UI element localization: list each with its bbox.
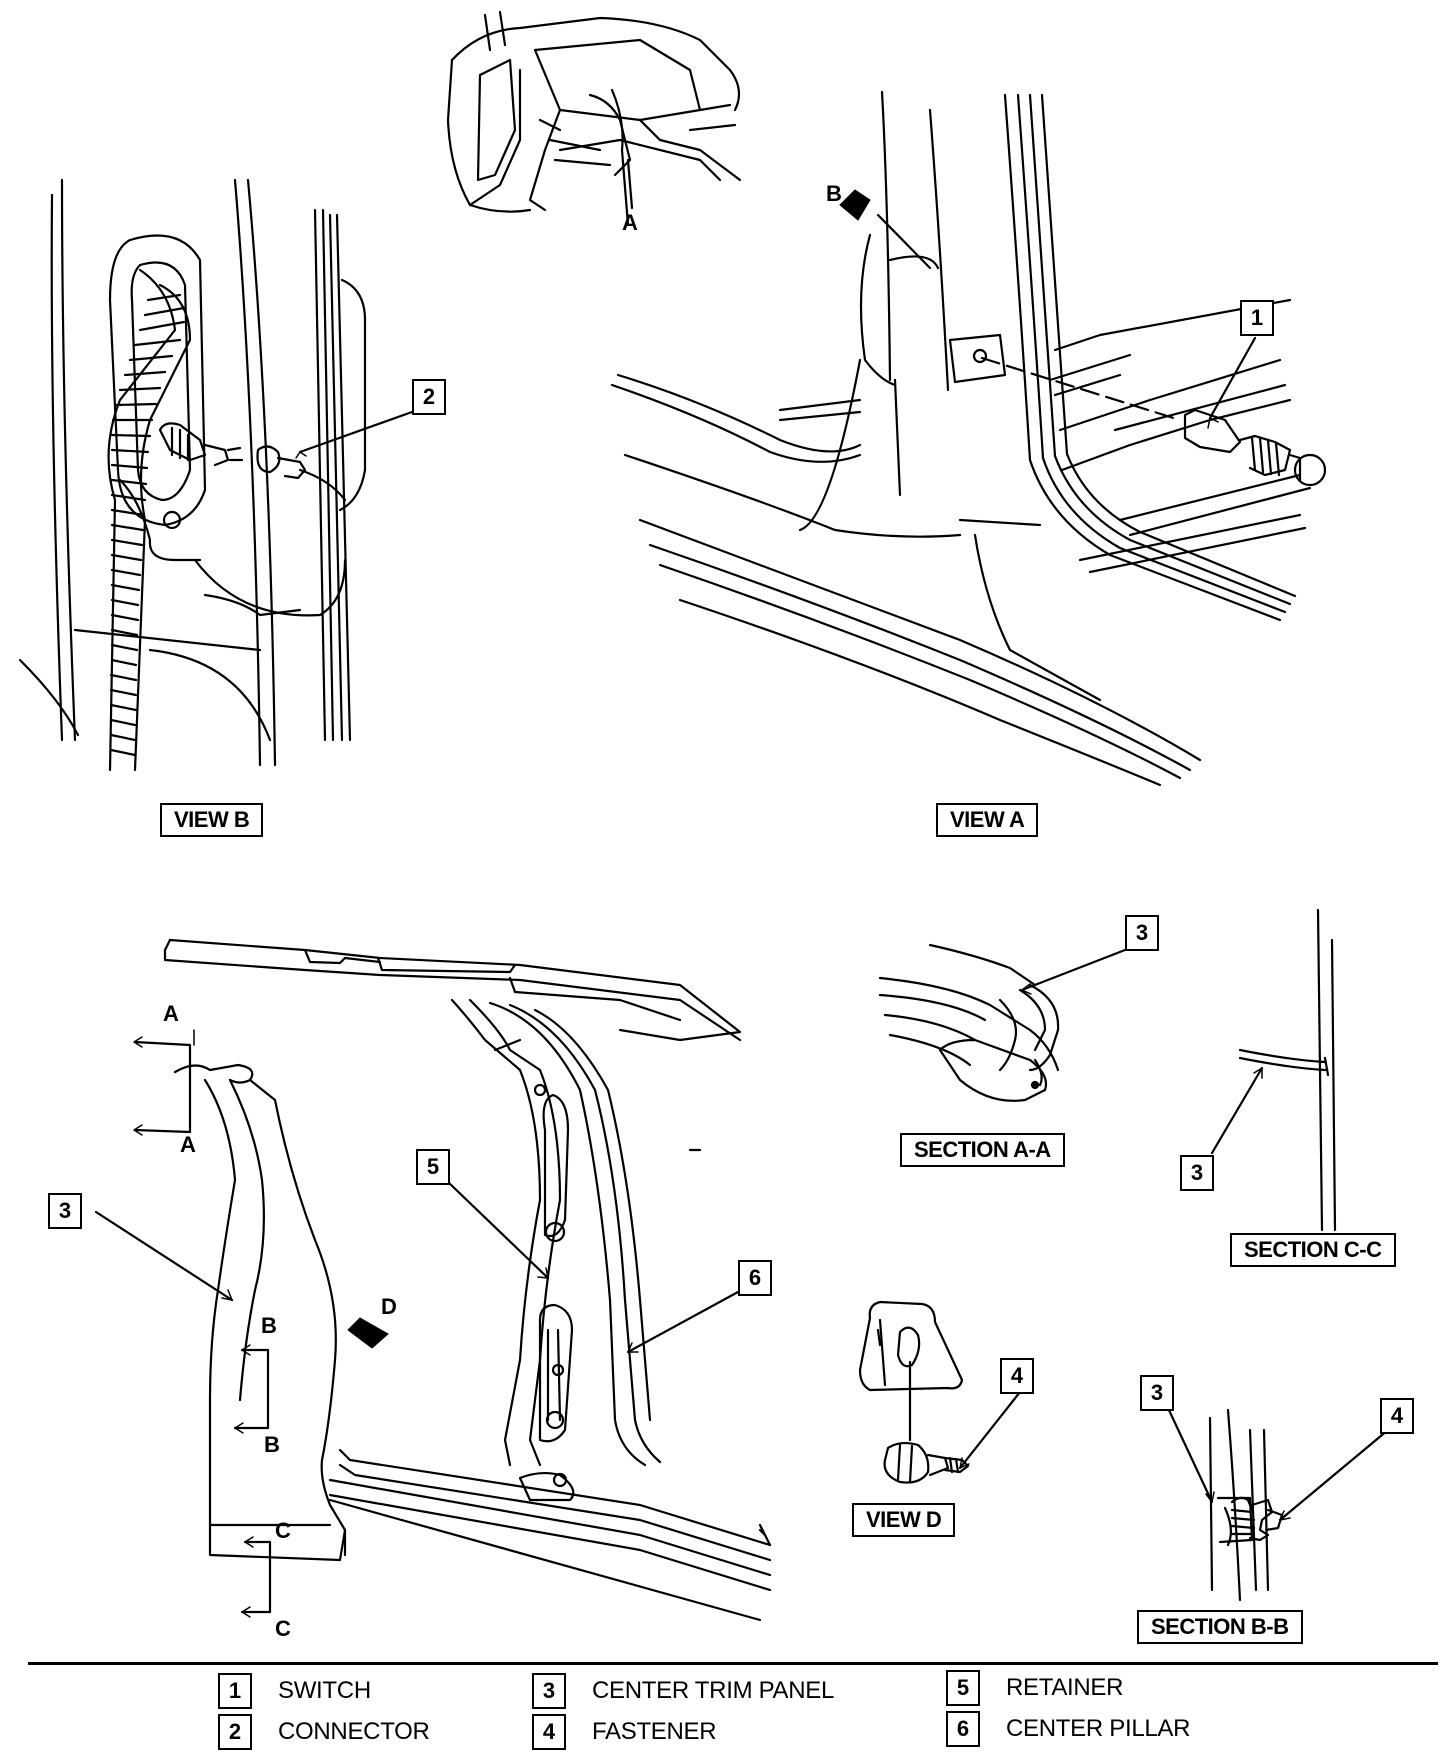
view-a-alignment-line (980, 356, 1182, 422)
legend-label: CONNECTOR (278, 1718, 430, 1745)
view-a-leader-1 (1208, 336, 1257, 420)
callout-3-section-aa: 3 (1125, 915, 1159, 951)
main-leader-5-arrowhead (537, 1267, 549, 1279)
legend-divider (28, 1662, 1438, 1665)
callout-4-view-d: 4 (1000, 1358, 1034, 1394)
main-label-a-bottom: A (180, 1132, 196, 1157)
legend-number: 2 (218, 1714, 252, 1750)
section-cc-label: SECTION C-C (1230, 1233, 1396, 1267)
view-b-label: VIEW B (160, 803, 264, 837)
callout-6-main: 6 (738, 1260, 772, 1296)
view-d-leader-4-arrowhead (959, 1457, 970, 1469)
legend-label: SWITCH (278, 1677, 371, 1704)
section-aa-illustration (878, 943, 1060, 1102)
section-cc-illustration (1238, 908, 1337, 1232)
legend-item-center-trim-panel: 3 CENTER TRIM PANEL (532, 1673, 834, 1709)
legend-number: 4 (532, 1714, 566, 1750)
main-leader-3 (94, 1210, 234, 1302)
vehicle-overview-sketch (446, 10, 742, 227)
legend-number: 1 (218, 1673, 252, 1709)
main-leader-3-arrowhead (221, 1289, 233, 1301)
view-b-leader-2 (298, 410, 414, 454)
legend-label: CENTER TRIM PANEL (592, 1677, 835, 1704)
legend-label: RETAINER (1006, 1674, 1124, 1701)
callout-1-view-a: 1 (1240, 300, 1274, 336)
main-leader-6-arrowhead (627, 1342, 639, 1353)
section-bb-leader-3-arrowhead (1205, 1491, 1215, 1503)
section-cc-leader-3 (1210, 1066, 1264, 1155)
callout-2-view-b: 2 (412, 379, 446, 415)
main-label-a-top: A (163, 1001, 179, 1026)
section-cut-arrows (133, 1029, 272, 1618)
overview-leader-a (626, 158, 634, 210)
view-b-leader-2-arrowhead (295, 451, 307, 459)
legend-label: CENTER PILLAR (1006, 1715, 1191, 1742)
view-d-direction-arrow (347, 1317, 389, 1349)
legend-item-retainer: 5 RETAINER (946, 1670, 1123, 1706)
section-bb-leader-4-arrowhead (1279, 1510, 1291, 1521)
legend-number: 5 (946, 1670, 980, 1706)
callout-4-section-bb: 4 (1380, 1398, 1414, 1434)
legend-item-fastener: 4 FASTENER (532, 1714, 717, 1750)
view-d-leader-4 (958, 1390, 1022, 1470)
main-leader-6 (626, 1290, 740, 1354)
section-aa-leader-3 (1020, 948, 1127, 992)
callout-5-main: 5 (416, 1149, 450, 1185)
section-aa-label: SECTION A-A (900, 1133, 1065, 1167)
legend-item-switch: 1 SWITCH (218, 1673, 371, 1709)
main-label-d: D (381, 1294, 397, 1319)
main-label-c-top: C (275, 1518, 291, 1543)
main-label-b-top: B (261, 1313, 277, 1338)
section-cc-leader-3-arrowhead (1253, 1067, 1263, 1079)
legend-item-connector: 2 CONNECTOR (218, 1714, 430, 1750)
callout-3-section-bb: 3 (1140, 1375, 1174, 1411)
callout-3-section-cc: 3 (1180, 1155, 1214, 1191)
view-d-label: VIEW D (852, 1503, 956, 1537)
view-b-illustration (18, 178, 367, 772)
main-label-c-bottom: C (275, 1616, 291, 1641)
section-bb-label: SECTION B-B (1137, 1610, 1303, 1644)
legend-number: 3 (532, 1673, 566, 1709)
section-bb-illustration (1208, 1408, 1284, 1602)
view-d-illustration (858, 1300, 970, 1484)
view-a-leader-1-arrowhead (1207, 417, 1219, 429)
section-bb-leader-3 (1166, 1406, 1214, 1504)
section-bb-leader-4 (1278, 1428, 1390, 1522)
view-a-illustration (610, 90, 1327, 787)
view-a-direction-arrow (839, 189, 871, 221)
legend-label: FASTENER (592, 1718, 717, 1745)
legend-number: 6 (946, 1711, 980, 1747)
main-assembly-illustration (163, 938, 772, 1622)
main-label-b-bottom: B (264, 1432, 280, 1457)
legend-item-center-pillar: 6 CENTER PILLAR (946, 1711, 1190, 1747)
view-a-direction-label-b: B (826, 181, 842, 206)
main-leader-5 (446, 1180, 550, 1280)
section-aa-leader-3-arrowhead (1021, 983, 1032, 995)
view-a-label: VIEW A (936, 803, 1039, 837)
callout-3-main: 3 (48, 1193, 82, 1229)
overview-label-a: A (622, 210, 638, 235)
